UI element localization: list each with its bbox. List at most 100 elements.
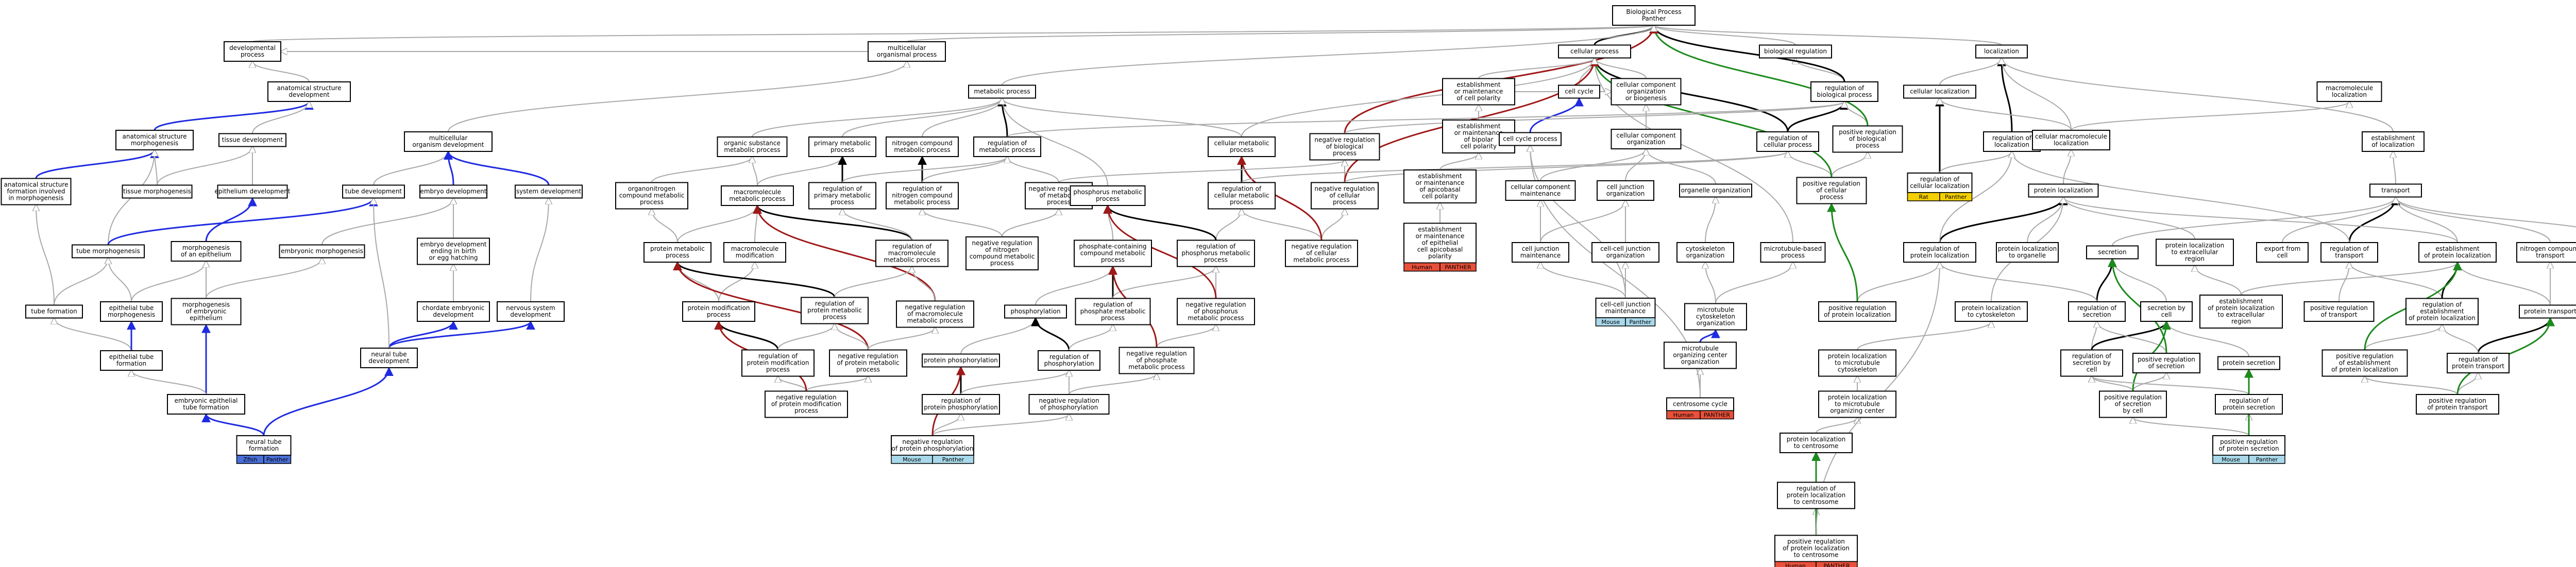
go-term-tubemorph[interactable]: tube morphogenesis bbox=[72, 244, 145, 259]
go-term-sysdev[interactable]: system development bbox=[515, 184, 583, 199]
go-term-tismorph[interactable]: tissue morphogenesis bbox=[122, 184, 193, 199]
go-term-tubedev[interactable]: tube development bbox=[342, 184, 405, 199]
go-term-embmorph[interactable]: embryonic morphogenesis bbox=[279, 244, 365, 259]
go-term-biolreg[interactable]: biological regulation bbox=[1759, 44, 1832, 59]
go-term-epidev[interactable]: epithelium development bbox=[215, 184, 291, 199]
go-term-cellcycleproc[interactable]: cell cycle process bbox=[1499, 132, 1562, 146]
go-term-cellproc[interactable]: cellular process bbox=[1558, 44, 1631, 59]
go-term-phosphorylation[interactable]: phosphorylation bbox=[1004, 304, 1067, 319]
go-term-protloc[interactable]: protein localization bbox=[2028, 183, 2099, 198]
go-term-metab[interactable]: metabolic process bbox=[968, 84, 1036, 99]
go-term-protsec[interactable]: protein secretion bbox=[2217, 356, 2280, 370]
go-term-tubeform[interactable]: tube formation bbox=[25, 304, 83, 319]
go-term-loc[interactable]: localization bbox=[1975, 44, 2028, 59]
go-term-cellloc[interactable]: cellular localization bbox=[1903, 84, 1976, 99]
go-term-organelleorg[interactable]: organelle organization bbox=[1679, 183, 1752, 198]
go-term-transport[interactable]: transport bbox=[2369, 183, 2422, 198]
